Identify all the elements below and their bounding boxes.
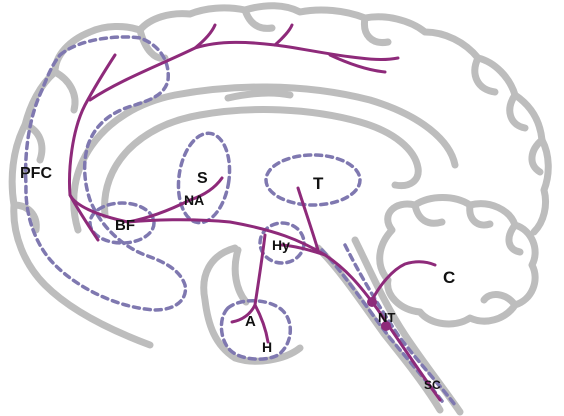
gyrus-fold-9 — [10, 201, 40, 234]
nt-node-upper — [367, 297, 377, 307]
pathway-to-pfc — [68, 53, 130, 224]
cerebellum-fold-3 — [505, 221, 524, 256]
gyrus-fold-4 — [471, 54, 499, 96]
gyrus-fold-7 — [51, 68, 79, 114]
cerebellum-outline — [376, 194, 539, 328]
pathway-to-striatum — [126, 176, 224, 224]
label-s: S — [197, 170, 208, 187]
pathway-to-hippocampus — [253, 303, 270, 344]
pathway-cortex-branch-2 — [273, 23, 294, 47]
label-sc: SC — [424, 378, 441, 392]
gyrus-fold-6 — [528, 136, 546, 176]
cerebellum-fold-2 — [466, 201, 494, 229]
gyrus-fold-5 — [506, 91, 529, 132]
label-na: NA — [184, 192, 204, 208]
label-hy: Hy — [272, 237, 290, 253]
temporal-lobe-outline — [200, 244, 304, 365]
amygdala-hippocampus-region — [219, 299, 292, 361]
pfc-region — [23, 35, 188, 312]
gyrus-fold-3 — [360, 14, 392, 47]
pathway-cortex-branch-3 — [328, 53, 387, 74]
label-bf: BF — [115, 217, 135, 234]
cerebellum-fold-1 — [411, 201, 446, 227]
label-c: C — [443, 268, 455, 287]
label-t: T — [313, 174, 324, 193]
label-a: A — [245, 313, 256, 330]
basal-forebrain-region — [88, 201, 156, 245]
temporal-fold — [231, 246, 250, 306]
callosum-inner — [101, 106, 422, 219]
pathway-to-thalamus — [296, 186, 320, 252]
label-h: H — [262, 339, 272, 355]
cingulate-arc — [224, 89, 294, 102]
label-pfc: PFC — [20, 165, 52, 182]
cerebellum-fold-4 — [480, 291, 519, 309]
nt-node-lower — [381, 321, 391, 331]
thalamus-region — [264, 153, 362, 207]
pathway-pfc-branch — [68, 193, 100, 242]
pathway-to-cerebellum — [370, 260, 437, 302]
striatum-region — [176, 131, 232, 225]
gyrus-fold-2 — [241, 6, 276, 32]
pathway-cortex-top — [88, 40, 400, 102]
pathway-cortex-branch-1 — [193, 23, 217, 50]
brainstem-pathway-region-2 — [343, 243, 457, 407]
pathway-to-hypothalamus — [280, 243, 327, 257]
label-nt: NT — [378, 310, 395, 325]
cortex-outline — [8, 2, 552, 349]
